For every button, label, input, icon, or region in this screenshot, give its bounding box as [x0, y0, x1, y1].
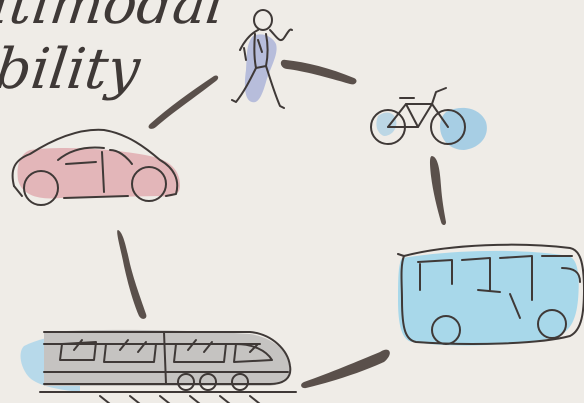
connector-bus-train [301, 349, 390, 389]
connector-bicycle-bus [430, 156, 446, 225]
bus-icon [397, 243, 584, 346]
connectors [117, 59, 446, 389]
car-icon [11, 128, 180, 206]
connector-train-car [117, 230, 147, 319]
connector-pedestrian-bicycle [280, 59, 357, 85]
bicycle-icon [370, 87, 487, 150]
connector-car-pedestrian [148, 75, 219, 129]
train-icon [20, 329, 297, 403]
pedestrian-icon [231, 9, 293, 109]
